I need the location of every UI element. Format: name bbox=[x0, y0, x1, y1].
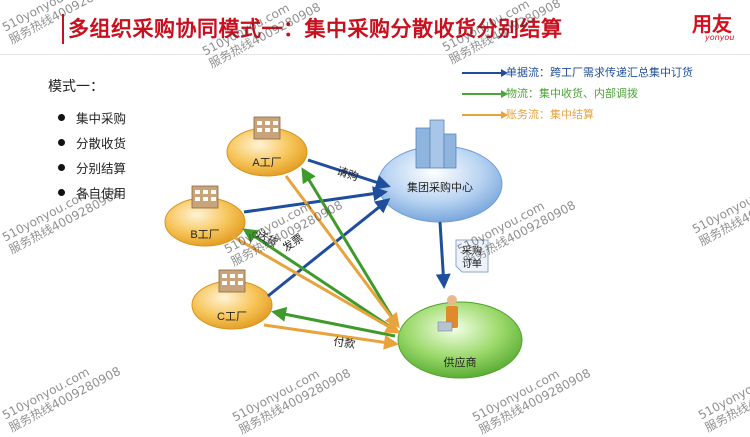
center-label: 集团采购中心 bbox=[407, 180, 473, 194]
delivery-arrow-b bbox=[242, 228, 396, 332]
factory-b-icon bbox=[191, 185, 219, 209]
request-arrow-a bbox=[307, 158, 391, 190]
factory-a-label: A工厂 bbox=[252, 157, 281, 169]
page-title: 多组织采购协同模式一：集中采购分散收货分别结算 bbox=[68, 17, 563, 41]
mode-bullet-list: 集中采购 分散收货 分别结算 各自使用 bbox=[58, 106, 126, 206]
brand-logo-sub: yonyou bbox=[705, 33, 735, 42]
flow-diagram: A工厂 B工厂 C工厂 集团采购中心 供应商 请购 送货 发票 付款 采购 订单 bbox=[164, 116, 523, 379]
bullet-item: 集中采购 bbox=[58, 106, 126, 131]
po-arrow bbox=[435, 221, 451, 289]
legend-text: 单据流：跨工厂需求传递汇总集中订货 bbox=[506, 66, 693, 79]
po-label-line2: 订单 bbox=[462, 258, 482, 270]
request-label: 请购 bbox=[335, 164, 360, 184]
request-arrow-b bbox=[243, 186, 388, 214]
supplier-label: 供应商 bbox=[444, 355, 477, 369]
factory-c-label: C工厂 bbox=[217, 311, 247, 323]
factory-b-label: B工厂 bbox=[190, 229, 219, 241]
purchase-order-doc-icon bbox=[455, 239, 489, 273]
delivery-arrow-a bbox=[301, 167, 397, 323]
invoice-arrow-a bbox=[284, 175, 400, 329]
brand-logo: 用友 bbox=[692, 12, 732, 36]
orange-arrow-icon bbox=[462, 111, 508, 119]
legend-text: 物流：集中收货、内部调拨 bbox=[506, 87, 638, 100]
blue-arrow-icon bbox=[462, 69, 508, 77]
title-accent-bar bbox=[62, 14, 64, 44]
bullet-item: 分别结算 bbox=[58, 156, 126, 181]
invoice-arrow-b bbox=[231, 234, 401, 334]
title-divider bbox=[0, 54, 750, 55]
buildings-icon bbox=[415, 119, 457, 169]
payment-label: 付款 bbox=[333, 334, 357, 351]
factory-a-icon bbox=[253, 116, 281, 140]
factory-c-icon bbox=[218, 269, 246, 293]
green-arrow-icon bbox=[462, 90, 508, 98]
bullet-item: 分散收货 bbox=[58, 131, 126, 156]
delivery-arrow-c bbox=[271, 306, 396, 338]
mode-label: 模式一： bbox=[48, 79, 104, 95]
legend-text: 账务流：集中结算 bbox=[506, 108, 594, 121]
po-label-line1: 采购 bbox=[462, 244, 482, 257]
request-arrow-c bbox=[267, 198, 391, 298]
bullet-item: 各自使用 bbox=[58, 181, 126, 206]
payment-arrow-c bbox=[263, 323, 399, 350]
supplier-person-icon bbox=[437, 295, 458, 332]
